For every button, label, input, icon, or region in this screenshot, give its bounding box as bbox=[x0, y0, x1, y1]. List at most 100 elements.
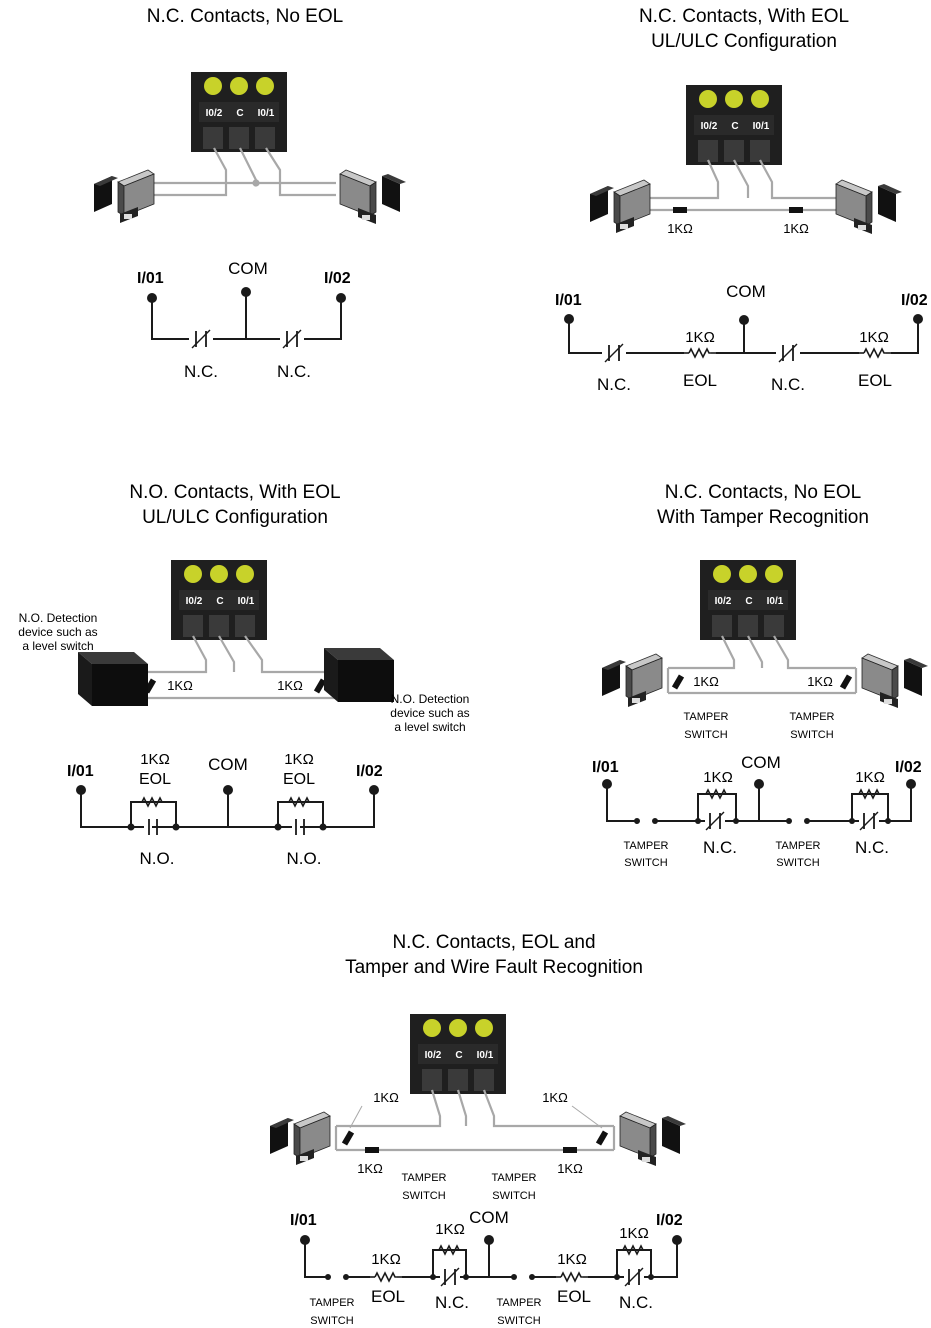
label-nc: N.C. bbox=[771, 375, 805, 394]
resistor-label: 1KΩ bbox=[435, 1221, 465, 1238]
panel-d-subtitle: With Tamper Recognition bbox=[657, 507, 869, 528]
label-io02: I/02 bbox=[324, 270, 351, 287]
label-com: COM bbox=[228, 259, 268, 278]
panel-no-with-eol: N.O. Contacts, With EOL UL/ULC Configura… bbox=[18, 482, 469, 868]
terminal-block: I0/2 C I0/1 bbox=[191, 72, 287, 152]
screw-icon bbox=[725, 90, 743, 108]
terminal-label-io2: I0/2 bbox=[701, 121, 718, 132]
label-nc: N.C. bbox=[184, 362, 218, 381]
resistor-icon bbox=[595, 1130, 609, 1146]
resistor-label: 1KΩ bbox=[373, 1090, 399, 1105]
resistor-label: 1KΩ bbox=[140, 751, 170, 768]
label-com: COM bbox=[726, 282, 766, 301]
tamper-label: SWITCH bbox=[776, 857, 819, 869]
label-eol: EOL bbox=[557, 1287, 591, 1306]
resistor-label: 1KΩ bbox=[859, 329, 889, 346]
terminal-block: I0/2 C I0/1 bbox=[410, 1014, 506, 1094]
label-no: N.O. bbox=[140, 849, 175, 868]
resistor-icon bbox=[365, 1147, 379, 1153]
panel-c-subtitle: UL/ULC Configuration bbox=[142, 507, 328, 528]
label-eol: EOL bbox=[371, 1287, 405, 1306]
resistor-label: 1KΩ bbox=[855, 769, 885, 786]
terminal-label-c: C bbox=[236, 108, 243, 119]
screw-icon bbox=[765, 565, 783, 583]
resistor-icon bbox=[563, 1147, 577, 1153]
label-nc: N.C. bbox=[855, 838, 889, 857]
nc-contact-symbol bbox=[859, 811, 879, 831]
nc-contact-symbol bbox=[705, 811, 725, 831]
resistor-label: 1KΩ bbox=[167, 678, 193, 693]
door-contact-icon bbox=[93, 169, 155, 224]
label-io02: I/02 bbox=[895, 759, 922, 776]
resistor-symbol bbox=[683, 348, 717, 358]
label-io01: I/01 bbox=[67, 763, 94, 780]
panel-a-title: N.C. Contacts, No EOL bbox=[147, 6, 343, 27]
svg-text:a level switch: a level switch bbox=[394, 720, 465, 734]
terminal-label-c: C bbox=[455, 1050, 462, 1061]
resistor-label: 1KΩ bbox=[693, 674, 719, 689]
terminal-block: I0/2 C I0/1 bbox=[700, 560, 796, 640]
door-contact-icon bbox=[269, 1111, 331, 1166]
panel-nc-no-eol: N.C. Contacts, No EOL I0/2 C I0/1 bbox=[93, 6, 407, 381]
screw-icon bbox=[256, 77, 274, 95]
screw-icon bbox=[699, 90, 717, 108]
resistor-icon bbox=[671, 674, 685, 690]
field-wiring bbox=[150, 147, 336, 197]
device-note-left: N.O. Detection device such as a level sw… bbox=[18, 611, 97, 653]
door-contact-icon bbox=[589, 179, 651, 234]
tamper-label: TAMPER bbox=[789, 711, 834, 723]
resistor-icon bbox=[839, 674, 853, 690]
label-nc: N.C. bbox=[597, 375, 631, 394]
terminal-label-io1: I0/1 bbox=[767, 596, 784, 607]
schematic-a bbox=[151, 292, 342, 340]
screw-icon bbox=[230, 77, 248, 95]
schematic-b bbox=[568, 322, 919, 354]
nc-contact-symbol bbox=[191, 329, 211, 349]
label-nc: N.C. bbox=[435, 1293, 469, 1312]
svg-text:device such as: device such as bbox=[390, 706, 469, 720]
screw-icon bbox=[236, 565, 254, 583]
svg-text:N.O. Detection: N.O. Detection bbox=[19, 611, 98, 625]
terminal-label-io1: I0/1 bbox=[753, 121, 770, 132]
tamper-label: TAMPER bbox=[683, 711, 728, 723]
screw-icon bbox=[751, 90, 769, 108]
resistor-label: 1KΩ bbox=[703, 769, 733, 786]
label-nc: N.C. bbox=[619, 1293, 653, 1312]
label-io01: I/01 bbox=[137, 270, 164, 287]
resistor-symbol bbox=[369, 1272, 403, 1282]
resistor-icon bbox=[789, 207, 803, 213]
screw-icon bbox=[184, 565, 202, 583]
terminal-label-io1: I0/1 bbox=[258, 108, 275, 119]
screw-icon bbox=[210, 565, 228, 583]
terminal-label-c: C bbox=[731, 121, 738, 132]
label-com: COM bbox=[208, 755, 248, 774]
resistor-label: 1KΩ bbox=[284, 751, 314, 768]
nc-contact-symbol bbox=[624, 1267, 644, 1287]
label-nc: N.C. bbox=[277, 362, 311, 381]
panel-e-subtitle: Tamper and Wire Fault Recognition bbox=[345, 957, 643, 978]
field-wiring bbox=[648, 159, 842, 212]
screw-icon bbox=[449, 1019, 467, 1037]
tamper-label: TAMPER bbox=[775, 840, 820, 852]
label-com: COM bbox=[741, 753, 781, 772]
resistor-label: 1KΩ bbox=[685, 329, 715, 346]
screw-icon bbox=[475, 1019, 493, 1037]
panel-b-title: N.C. Contacts, With EOL bbox=[639, 6, 849, 27]
door-contact-icon bbox=[339, 169, 407, 225]
tamper-label: SWITCH bbox=[497, 1315, 540, 1327]
svg-text:a level switch: a level switch bbox=[22, 639, 93, 653]
terminal-label-io1: I0/1 bbox=[477, 1050, 494, 1061]
label-io01: I/01 bbox=[592, 759, 619, 776]
label-io02: I/02 bbox=[356, 763, 383, 780]
resistor-label: 1KΩ bbox=[619, 1225, 649, 1242]
panel-b-subtitle: UL/ULC Configuration bbox=[651, 31, 837, 52]
resistor-label: 1KΩ bbox=[371, 1251, 401, 1268]
level-switch-icon bbox=[78, 652, 148, 706]
label-io01: I/01 bbox=[290, 1212, 317, 1229]
door-contact-icon bbox=[861, 653, 929, 709]
tamper-label: TAMPER bbox=[491, 1172, 536, 1184]
label-no: N.O. bbox=[287, 849, 322, 868]
door-contact-icon bbox=[619, 1111, 687, 1167]
resistor-label: 1KΩ bbox=[783, 221, 809, 236]
terminal-label-io2: I0/2 bbox=[186, 596, 203, 607]
